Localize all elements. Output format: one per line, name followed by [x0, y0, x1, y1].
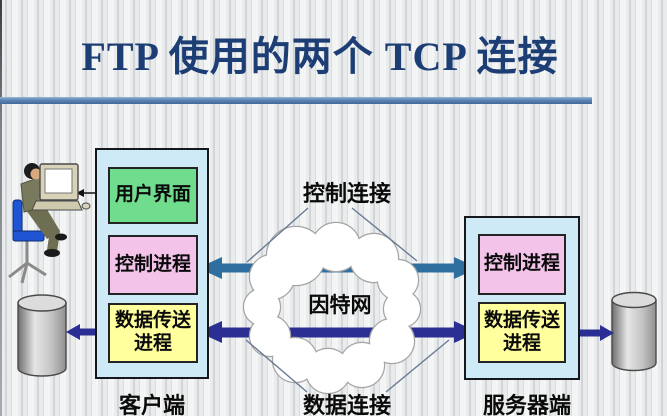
server-data-process-box: 数据传送 进程: [478, 302, 566, 363]
client-data-process-box: 数据传送 进程: [108, 303, 198, 363]
server-data-process-label-line2: 进程: [502, 332, 541, 354]
page-title: FTP 使用的两个 TCP 连接: [81, 34, 559, 79]
data-connection-label: 数据连接: [302, 393, 391, 416]
user-at-computer-icon: [8, 163, 91, 284]
client-data-process-label-line1: 数据传送: [114, 310, 191, 332]
data-connection-arrow: [198, 321, 478, 343]
server-caption: 服务器端: [482, 393, 571, 416]
client-data-process-label-line2: 进程: [133, 333, 172, 354]
title-divider: [0, 97, 592, 104]
client-user-interface-label: 用户界面: [114, 184, 191, 206]
server-data-process-label-line1: 数据传送: [483, 309, 560, 331]
slide-left-edge: [0, 0, 2, 416]
internet-label: 因特网: [308, 294, 372, 317]
internet-cloud: [242, 221, 422, 395]
client-caption: 客户端: [118, 393, 185, 416]
server-control-process-box: 控制进程: [478, 234, 566, 295]
client-control-process-box: 控制进程: [108, 235, 198, 295]
client-control-process-label: 控制进程: [114, 253, 191, 275]
server-control-process-label: 控制进程: [483, 253, 560, 275]
client-user-interface-box: 用户界面: [108, 167, 198, 224]
label-pointer-lines: [245, 207, 450, 393]
control-connection-label: 控制连接: [302, 181, 391, 206]
client-disk-icon: [17, 294, 67, 377]
server-disk-icon: [611, 291, 657, 372]
